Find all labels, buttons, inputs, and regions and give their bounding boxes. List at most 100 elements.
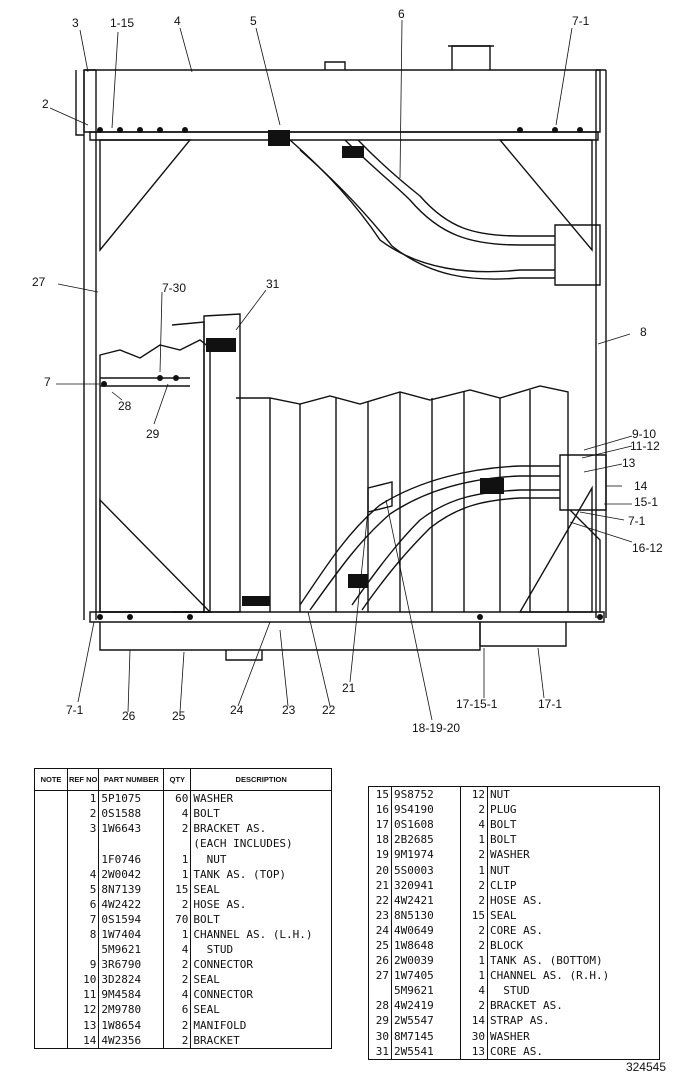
- cell-part-number: 1W8648: [391, 937, 461, 954]
- cell-qty: 2: [163, 821, 192, 837]
- cell-note: [34, 987, 68, 1003]
- cell-description: TANK AS. (TOP): [193, 867, 287, 881]
- cell-qty: [163, 836, 192, 852]
- cell-ref-no: 23: [368, 907, 392, 923]
- cell-part-number: 1W7404: [98, 926, 165, 943]
- cell-part-number: 1W6643: [98, 821, 165, 837]
- cell-qty: 30: [460, 1028, 488, 1044]
- cell-part-number: 8N7139: [98, 881, 165, 897]
- cell-ref-no: 10: [67, 972, 100, 988]
- cell-note: [34, 957, 68, 973]
- cell-note: [34, 1032, 68, 1049]
- cell-description: BOLT: [490, 818, 517, 832]
- cell-note: [34, 851, 68, 867]
- cell-ref-no: 19: [368, 847, 392, 863]
- cell-ref-no: 14: [67, 1032, 100, 1049]
- cell-part-number: 0S1588: [98, 806, 165, 822]
- cell-qty: 1: [460, 968, 488, 984]
- cell-part-number: 2W5541: [391, 1043, 461, 1060]
- cell-ref-no: 11: [67, 987, 100, 1003]
- cell-description: BOLT: [490, 833, 517, 847]
- cell-part-number: 5M9621: [391, 983, 461, 999]
- header-ref-no: REF NO: [67, 768, 100, 792]
- callout-4: 4: [174, 14, 181, 28]
- cell-qty: 6: [163, 1002, 192, 1018]
- cell-part-number: 3D2824: [98, 972, 165, 988]
- callout-16-12: 16-12: [632, 541, 663, 555]
- cell-ref-no: 27: [368, 968, 392, 984]
- bottom-tank-outline: [99, 622, 481, 651]
- cell-note: [34, 911, 68, 927]
- cell-description: WASHER: [193, 792, 234, 806]
- cell-note: [34, 1017, 68, 1033]
- cell-ref-no: 13: [67, 1017, 100, 1033]
- cell-part-number: 0S1594: [98, 911, 165, 927]
- cell-description: CHANNEL AS. (R.H.): [490, 969, 610, 983]
- cell-description: SEAL: [193, 1003, 220, 1017]
- cell-note: [34, 881, 68, 897]
- cell-part-number: 1F0746: [98, 851, 165, 867]
- callout-2: 2: [42, 97, 49, 111]
- cell-part-number: 4W2419: [391, 998, 461, 1014]
- cell-note: [34, 1002, 68, 1018]
- cell-description: (EACH INCLUDES): [193, 837, 293, 851]
- callout-25: 25: [172, 709, 186, 723]
- upper-hose-b: [344, 139, 555, 246]
- cell-note: [34, 806, 68, 822]
- cell-description: CHANNEL AS. (L.H.): [193, 927, 313, 941]
- callout-6: 6: [398, 7, 405, 21]
- cell-note: [34, 896, 68, 912]
- cell-description: STRAP AS.: [490, 1014, 550, 1028]
- cell-description: TANK AS. (BOTTOM): [490, 954, 603, 968]
- callout-14: 14: [634, 479, 648, 493]
- cell-description: STUD: [193, 943, 234, 957]
- cell-part-number: 4W2422: [98, 896, 165, 912]
- cell-qty: 1: [460, 832, 488, 848]
- cell-ref-no: 26: [368, 953, 392, 969]
- cell-part-number: 9M4584: [98, 987, 165, 1003]
- cell-part-number: 8N5130: [391, 907, 461, 923]
- callout-9-10: 9-10: [632, 427, 656, 441]
- cell-qty: 4: [163, 806, 192, 822]
- cell-ref-no: [368, 983, 392, 999]
- cell-qty: 2: [460, 847, 488, 863]
- cell-ref-no: 12: [67, 1002, 100, 1018]
- cell-ref-no: 9: [67, 957, 100, 973]
- cell-description: NUT: [490, 863, 510, 877]
- cell-description: BOLT: [193, 807, 220, 821]
- callout-22: 22: [322, 703, 336, 717]
- cell-ref-no: 1: [67, 790, 100, 807]
- cell-qty: 2: [163, 957, 192, 973]
- cell-description: SEAL: [193, 882, 220, 896]
- cell-ref-no: 6: [67, 896, 100, 912]
- cell-part-number: 2W0039: [391, 953, 461, 969]
- cell-description: CORE AS.: [490, 923, 543, 937]
- cell-ref-no: 18: [368, 832, 392, 848]
- callout-7-1-top: 7-1: [572, 14, 590, 28]
- callout-7-30: 7-30: [162, 281, 186, 295]
- cell-qty: 70: [163, 911, 192, 927]
- cell-qty: 12: [460, 786, 488, 803]
- cell-ref-no: 24: [368, 922, 392, 938]
- cell-qty: 2: [460, 922, 488, 938]
- cell-qty: 2: [460, 892, 488, 908]
- cell-description: STUD: [490, 984, 530, 998]
